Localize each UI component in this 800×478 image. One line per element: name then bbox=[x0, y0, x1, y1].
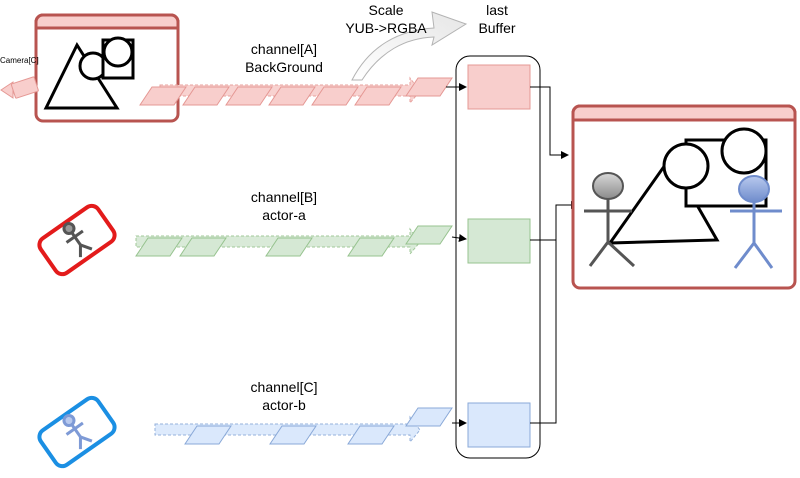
camera-icon bbox=[0, 76, 39, 99]
last-buffer-subtitle: Buffer bbox=[478, 20, 515, 36]
channel-b-frame bbox=[347, 237, 395, 257]
channel-b-frame bbox=[265, 237, 313, 257]
buffer-slot-c bbox=[467, 402, 531, 448]
buffer-slot-a bbox=[467, 64, 531, 110]
buffer-input-arrows bbox=[446, 83, 467, 427]
camera-window bbox=[34, 13, 180, 123]
buffer-slot-b bbox=[467, 218, 531, 264]
last-buffer-title: last bbox=[486, 2, 508, 18]
channel-a-frame bbox=[182, 86, 230, 106]
channel-a-subtitle: BackGround bbox=[245, 59, 323, 75]
channel-b-title: channel[B] bbox=[251, 189, 317, 205]
camera-label: Camera[C] bbox=[0, 56, 39, 65]
output-window bbox=[571, 104, 797, 290]
scale-arrow bbox=[351, 11, 468, 81]
channel-b-frame bbox=[135, 237, 183, 257]
phone-actor-b-icon bbox=[37, 395, 117, 469]
background-shapes bbox=[43, 36, 135, 110]
output-window-titlebar bbox=[571, 104, 797, 122]
channel-a-frame bbox=[354, 86, 402, 106]
channel-a-frame bbox=[311, 86, 359, 106]
channel-a-frame bbox=[225, 86, 273, 106]
camera-window-titlebar bbox=[34, 13, 180, 30]
channel-streams bbox=[135, 76, 453, 445]
phone-actor-a-icon bbox=[37, 203, 117, 277]
channel-b-subtitle: actor-a bbox=[262, 207, 306, 223]
scale-title: Scale bbox=[368, 2, 403, 18]
channel-a-frame bbox=[139, 86, 187, 106]
actor-a-figure bbox=[584, 172, 636, 268]
channel-c-frame bbox=[405, 407, 453, 427]
channel-a-frame bbox=[405, 77, 453, 97]
channel-c-frame bbox=[269, 425, 317, 445]
channel-c-frame bbox=[184, 425, 232, 445]
channel-c-frame bbox=[347, 425, 395, 445]
channel-b-frame bbox=[179, 237, 227, 257]
channel-a-title: channel[A] bbox=[251, 41, 317, 57]
channel-c-title: channel[C] bbox=[251, 379, 318, 395]
buffer-output-connectors bbox=[530, 86, 579, 424]
actor-b-figure bbox=[730, 175, 782, 269]
channel-b-frame bbox=[405, 225, 453, 245]
channel-c-subtitle: actor-b bbox=[262, 397, 306, 413]
channel-a-frame bbox=[268, 86, 316, 106]
scale-subtitle: YUB->RGBA bbox=[345, 20, 427, 36]
